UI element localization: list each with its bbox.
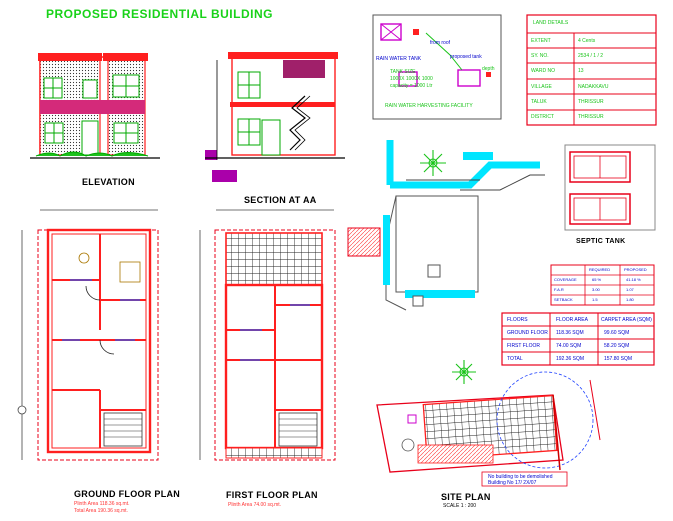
depth-label: depth — [482, 66, 495, 72]
rain-water-tank-label: RAIN WATER TANK — [376, 56, 422, 62]
coverage-cell: 3.00 — [592, 287, 600, 292]
tank-capacity-label: capacity = 1000 Ltr — [390, 83, 433, 89]
drawing-title: PROPOSED RESIDENTIAL BUILDING — [46, 7, 273, 21]
section-drawing — [205, 52, 345, 182]
land-row-label: DISTRICT — [531, 114, 555, 120]
elevation-drawing — [30, 53, 160, 159]
location-plan — [347, 140, 545, 384]
floor-table-cell: 74.00 SQM — [556, 343, 582, 349]
land-row-value: 2534 / 1 / 2 — [578, 53, 604, 59]
coverage-cell: 1.5 — [592, 297, 598, 302]
land-row-value: THRISSUR — [578, 114, 604, 120]
tank-size-label: TANK SIZE — [390, 69, 416, 75]
tank-dimensions-label: 1000X 1000X 1000 — [390, 76, 433, 82]
coverage-cell: F.A.R — [554, 287, 564, 292]
site-note-line1: No building to be demolished — [488, 474, 553, 480]
land-row-value: 4 Cents — [578, 38, 596, 44]
coverage-cell: SETBACK — [554, 297, 573, 302]
first-floor-label: FIRST FLOOR PLAN — [226, 490, 318, 500]
first-floor-plan — [199, 209, 336, 461]
proposed-tank-label: proposed tank — [450, 54, 482, 60]
floor-table-cell: TOTAL — [507, 356, 523, 362]
ground-floor-label: GROUND FLOOR PLAN — [74, 489, 181, 499]
coverage-cell: COVERAGE — [554, 277, 577, 282]
septic-tank-label: SEPTIC TANK — [576, 238, 626, 245]
coverage-header: REQUIRED — [589, 267, 611, 272]
from-roof-label: from roof — [430, 40, 451, 46]
coverage-table — [550, 264, 655, 306]
floor-area-table — [501, 312, 655, 366]
coverage-cell: 1.80 — [626, 297, 634, 302]
floor-table-cell: 157.80 SQM — [604, 356, 633, 362]
septic-tank-drawing — [564, 144, 656, 231]
floor-table-header: FLOORS — [507, 317, 528, 323]
floor-table-header: FLOOR AREA — [556, 317, 588, 323]
ground-total-area: Total Area 190.36 sq.mt. — [74, 508, 128, 514]
land-details-heading: LAND DETAILS — [533, 20, 569, 26]
floor-table-cell: 99.60 SQM — [604, 330, 630, 336]
first-plinth-area: Plinth Area 74.00 sq.mt. — [228, 502, 282, 508]
ground-plinth-area: Plinth Area 118.36 sq.mt. — [74, 501, 130, 507]
elevation-label: ELEVATION — [82, 177, 135, 187]
land-row-value: THRISSUR — [578, 99, 604, 105]
land-row-label: VILLAGE — [531, 84, 552, 90]
floor-table-cell: 118.36 SQM — [556, 330, 584, 336]
coverage-cell: 65 % — [592, 277, 602, 282]
site-plan-label: SITE PLAN — [441, 492, 491, 502]
coverage-header: PROPOSED — [624, 267, 647, 272]
site-scale: SCALE 1 : 200 — [443, 503, 477, 509]
section-label: SECTION AT AA — [244, 195, 317, 205]
floor-table-cell: 58.20 SQM — [604, 343, 630, 349]
floor-table-cell: FIRST FLOOR — [507, 343, 540, 349]
rain-water-harvesting-box — [372, 14, 502, 120]
land-details-table — [526, 14, 657, 126]
land-row-label: SY. NO. — [531, 53, 549, 59]
coverage-cell: 41.18 % — [626, 277, 641, 282]
ground-floor-plan — [17, 209, 159, 461]
land-row-value: NADAKKAVU — [578, 84, 609, 90]
land-row-label: TALUK — [531, 99, 547, 105]
rain-water-title: RAIN WATER HARVESTING FACILITY — [385, 103, 473, 109]
land-row-label: EXTENT — [531, 38, 551, 44]
land-row-label: WARD NO — [531, 68, 555, 74]
floor-table-header: CARPET AREA (SQM) — [601, 317, 652, 323]
coverage-cell: 1.07 — [626, 287, 634, 292]
site-plan — [376, 371, 601, 487]
floor-table-cell: GROUND FLOOR — [507, 330, 548, 336]
floor-table-cell: 192.36 SQM — [556, 356, 585, 362]
site-note-line2: Building No 17/ 2X/07 — [488, 480, 537, 486]
land-row-value: 13 — [578, 68, 584, 74]
